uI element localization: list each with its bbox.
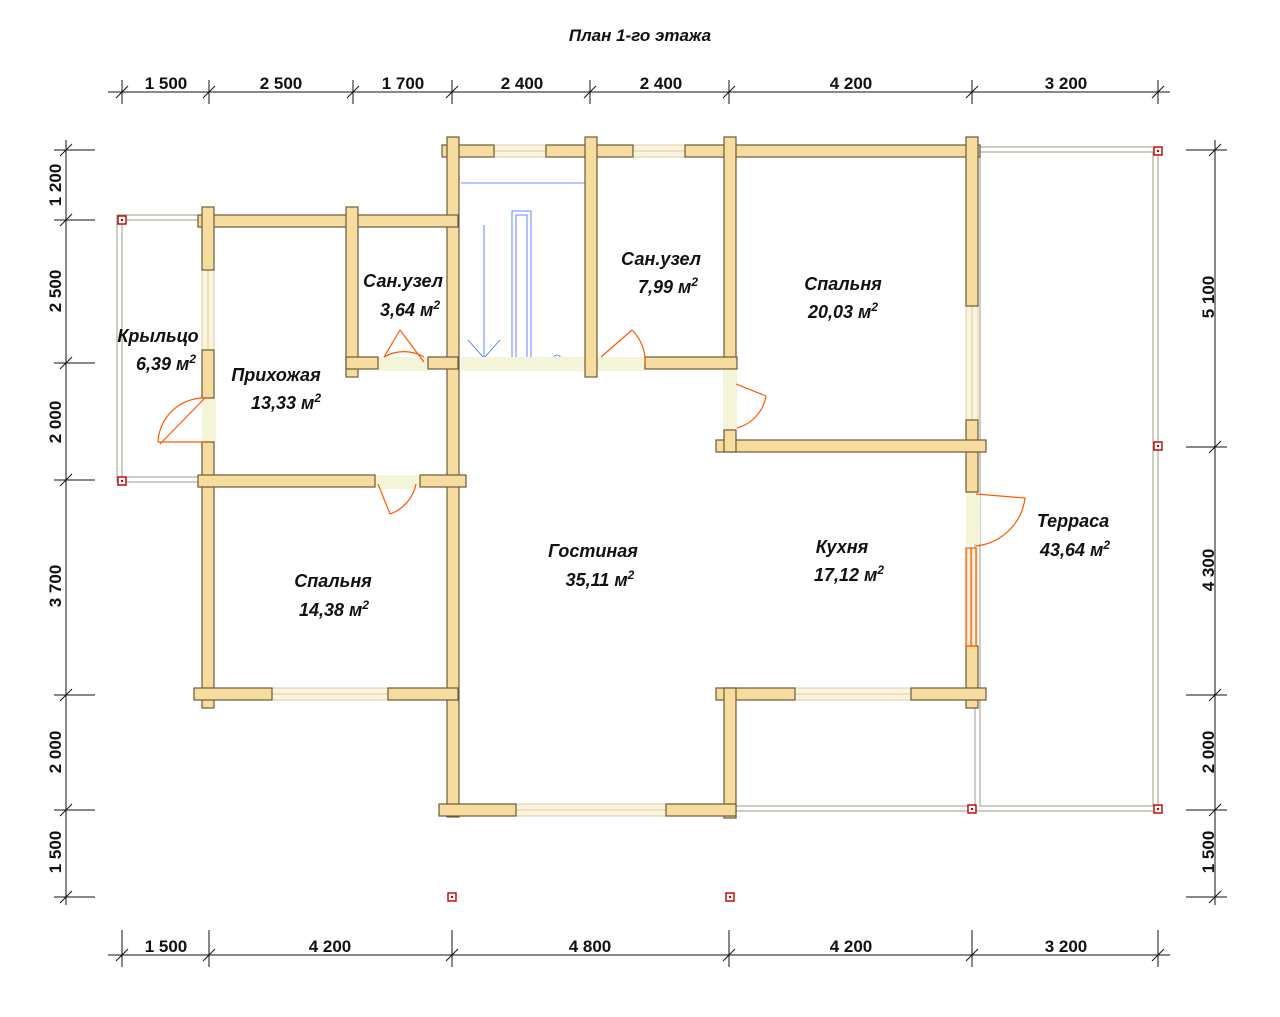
post-marker bbox=[447, 892, 457, 902]
room-area-value: 13,33 м bbox=[251, 393, 314, 413]
room-terrace: Терраса 43,64 м2 bbox=[1037, 511, 1111, 560]
room-area: 17,12 м2 bbox=[814, 563, 884, 585]
room-name: Сан.узел bbox=[621, 249, 701, 269]
dim-bottom-label: 3 200 bbox=[1045, 937, 1088, 956]
room-area-value: 6,39 м bbox=[136, 354, 189, 374]
room-area: 35,11 м2 bbox=[566, 568, 635, 590]
post-marker bbox=[725, 892, 735, 902]
windows bbox=[201, 144, 979, 817]
room-name: Терраса bbox=[1037, 511, 1109, 531]
room-area-value: 14,38 м bbox=[299, 600, 362, 620]
dimensions-right: 5 100 4 300 2 000 1 500 bbox=[1199, 276, 1218, 874]
room-area-value: 35,11 м bbox=[566, 570, 628, 590]
dimensions-bottom: 1 500 4 200 4 800 4 200 3 200 bbox=[145, 937, 1088, 956]
terrace-outline bbox=[733, 146, 1159, 812]
room-area: 7,99 м2 bbox=[638, 275, 698, 297]
dim-left-label: 1 200 bbox=[46, 164, 65, 207]
room-area: 3,64 м2 bbox=[380, 298, 440, 320]
area-superscript: 2 bbox=[876, 563, 884, 577]
dim-bottom-label: 1 500 bbox=[145, 937, 188, 956]
room-area-value: 7,99 м bbox=[638, 277, 691, 297]
room-area-value: 43,64 м bbox=[1039, 540, 1103, 560]
post-marker bbox=[117, 476, 127, 486]
post-marker bbox=[117, 215, 127, 225]
room-area: 6,39 м2 bbox=[136, 352, 196, 374]
dim-top-label: 3 200 bbox=[1045, 74, 1088, 93]
room-area-value: 20,03 м bbox=[807, 302, 871, 322]
room-bedroom-small: Спальня 14,38 м2 bbox=[294, 571, 372, 620]
post-marker bbox=[1153, 441, 1163, 451]
room-bedroom-large: Спальня 20,03 м2 bbox=[804, 274, 882, 322]
room-area: 14,38 м2 bbox=[299, 598, 369, 620]
area-superscript: 2 bbox=[188, 352, 196, 366]
dim-top-label: 1 500 bbox=[145, 74, 188, 93]
room-labels: Крыльцо 6,39 м2 Прихожая 13,33 м2 Сан.уз… bbox=[117, 249, 1110, 620]
room-name: Крыльцо bbox=[117, 326, 198, 346]
walls bbox=[193, 136, 987, 819]
dim-top-label: 2 400 bbox=[501, 74, 544, 93]
room-name: Спальня bbox=[294, 571, 372, 591]
room-kitchen: Кухня 17,12 м2 bbox=[814, 537, 884, 585]
plan-title: План 1-го этажа bbox=[569, 26, 711, 45]
dimensions-top: 1 500 2 500 1 700 2 400 2 400 4 200 3 20… bbox=[145, 74, 1088, 93]
area-superscript: 2 bbox=[1102, 538, 1110, 552]
posts bbox=[117, 146, 1163, 902]
room-bathroom-small: Сан.узел 3,64 м2 bbox=[363, 271, 443, 320]
dim-left-label: 3 700 bbox=[46, 565, 65, 608]
dim-left-label: 2 000 bbox=[46, 401, 65, 444]
dim-left-label: 1 500 bbox=[46, 831, 65, 874]
room-area: 13,33 м2 bbox=[251, 391, 321, 413]
dim-right-label: 1 500 bbox=[1199, 831, 1218, 874]
room-area: 43,64 м2 bbox=[1039, 538, 1110, 560]
dim-bottom-label: 4 200 bbox=[309, 937, 352, 956]
dim-top-label: 2 400 bbox=[640, 74, 683, 93]
room-living: Гостиная 35,11 м2 bbox=[548, 541, 638, 590]
dim-left-label: 2 500 bbox=[46, 270, 65, 313]
post-marker bbox=[967, 804, 977, 814]
room-area: 20,03 м2 bbox=[807, 300, 878, 322]
post-marker bbox=[1153, 804, 1163, 814]
doors bbox=[157, 329, 1026, 647]
area-superscript: 2 bbox=[627, 568, 635, 582]
area-superscript: 2 bbox=[313, 391, 321, 405]
dimensions-left: 1 200 2 500 2 000 3 700 2 000 1 500 bbox=[46, 164, 65, 874]
dim-left-label: 2 000 bbox=[46, 731, 65, 774]
room-area-value: 17,12 м bbox=[814, 565, 877, 585]
room-name: Прихожая bbox=[231, 365, 321, 385]
area-superscript: 2 bbox=[690, 275, 698, 289]
room-name: Кухня bbox=[816, 537, 869, 557]
room-area-value: 3,64 м bbox=[380, 300, 433, 320]
dim-top-label: 4 200 bbox=[830, 74, 873, 93]
dimension-lines bbox=[54, 80, 1227, 967]
dim-bottom-label: 4 800 bbox=[569, 937, 612, 956]
area-superscript: 2 bbox=[870, 300, 878, 314]
staircase bbox=[461, 182, 591, 364]
room-hallway: Прихожая 13,33 м2 bbox=[231, 365, 321, 413]
dim-bottom-label: 4 200 bbox=[830, 937, 873, 956]
room-porch: Крыльцо 6,39 м2 bbox=[117, 326, 198, 374]
room-name: Сан.узел bbox=[363, 271, 443, 291]
dim-top-label: 2 500 bbox=[260, 74, 303, 93]
area-superscript: 2 bbox=[361, 598, 369, 612]
dim-right-label: 2 000 bbox=[1199, 731, 1218, 774]
dim-right-label: 4 300 bbox=[1199, 549, 1218, 592]
room-name: Спальня bbox=[804, 274, 882, 294]
room-bathroom-large: Сан.узел 7,99 м2 bbox=[621, 249, 701, 297]
post-marker bbox=[1153, 146, 1163, 156]
area-superscript: 2 bbox=[432, 298, 440, 312]
door-openings bbox=[202, 357, 980, 544]
room-name: Гостиная bbox=[548, 541, 638, 561]
dim-top-label: 1 700 bbox=[382, 74, 425, 93]
dim-right-label: 5 100 bbox=[1199, 276, 1218, 319]
